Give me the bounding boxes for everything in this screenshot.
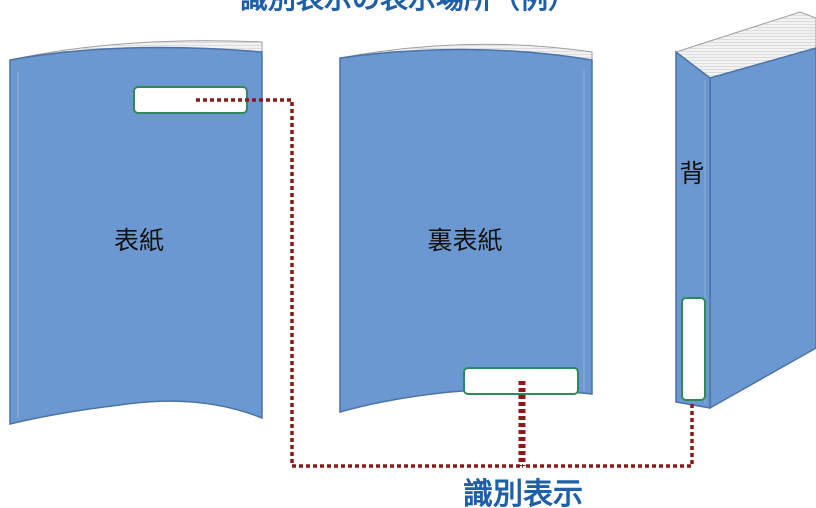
spine-book-side: [709, 47, 816, 410]
connector-spine: [522, 404, 694, 468]
connector-lines: [196, 98, 694, 468]
front-cover-label: 表紙: [114, 226, 164, 255]
back-cover-book: 裏表紙: [339, 43, 593, 413]
front-cover-label-box: [133, 86, 248, 114]
spine-book: 背: [674, 11, 816, 410]
back-cover-label: 裏表紙: [427, 226, 502, 255]
identification-label-caption: 識別表示: [463, 477, 583, 508]
connector-front-cover: [196, 98, 522, 468]
spine-label: 背: [679, 159, 704, 188]
spine-label-box: [681, 297, 706, 401]
diagram-title: 識別表示の表示場所（例）: [240, 0, 576, 15]
front-cover-shape: [9, 46, 263, 425]
front-cover-book: 表紙: [9, 40, 263, 425]
